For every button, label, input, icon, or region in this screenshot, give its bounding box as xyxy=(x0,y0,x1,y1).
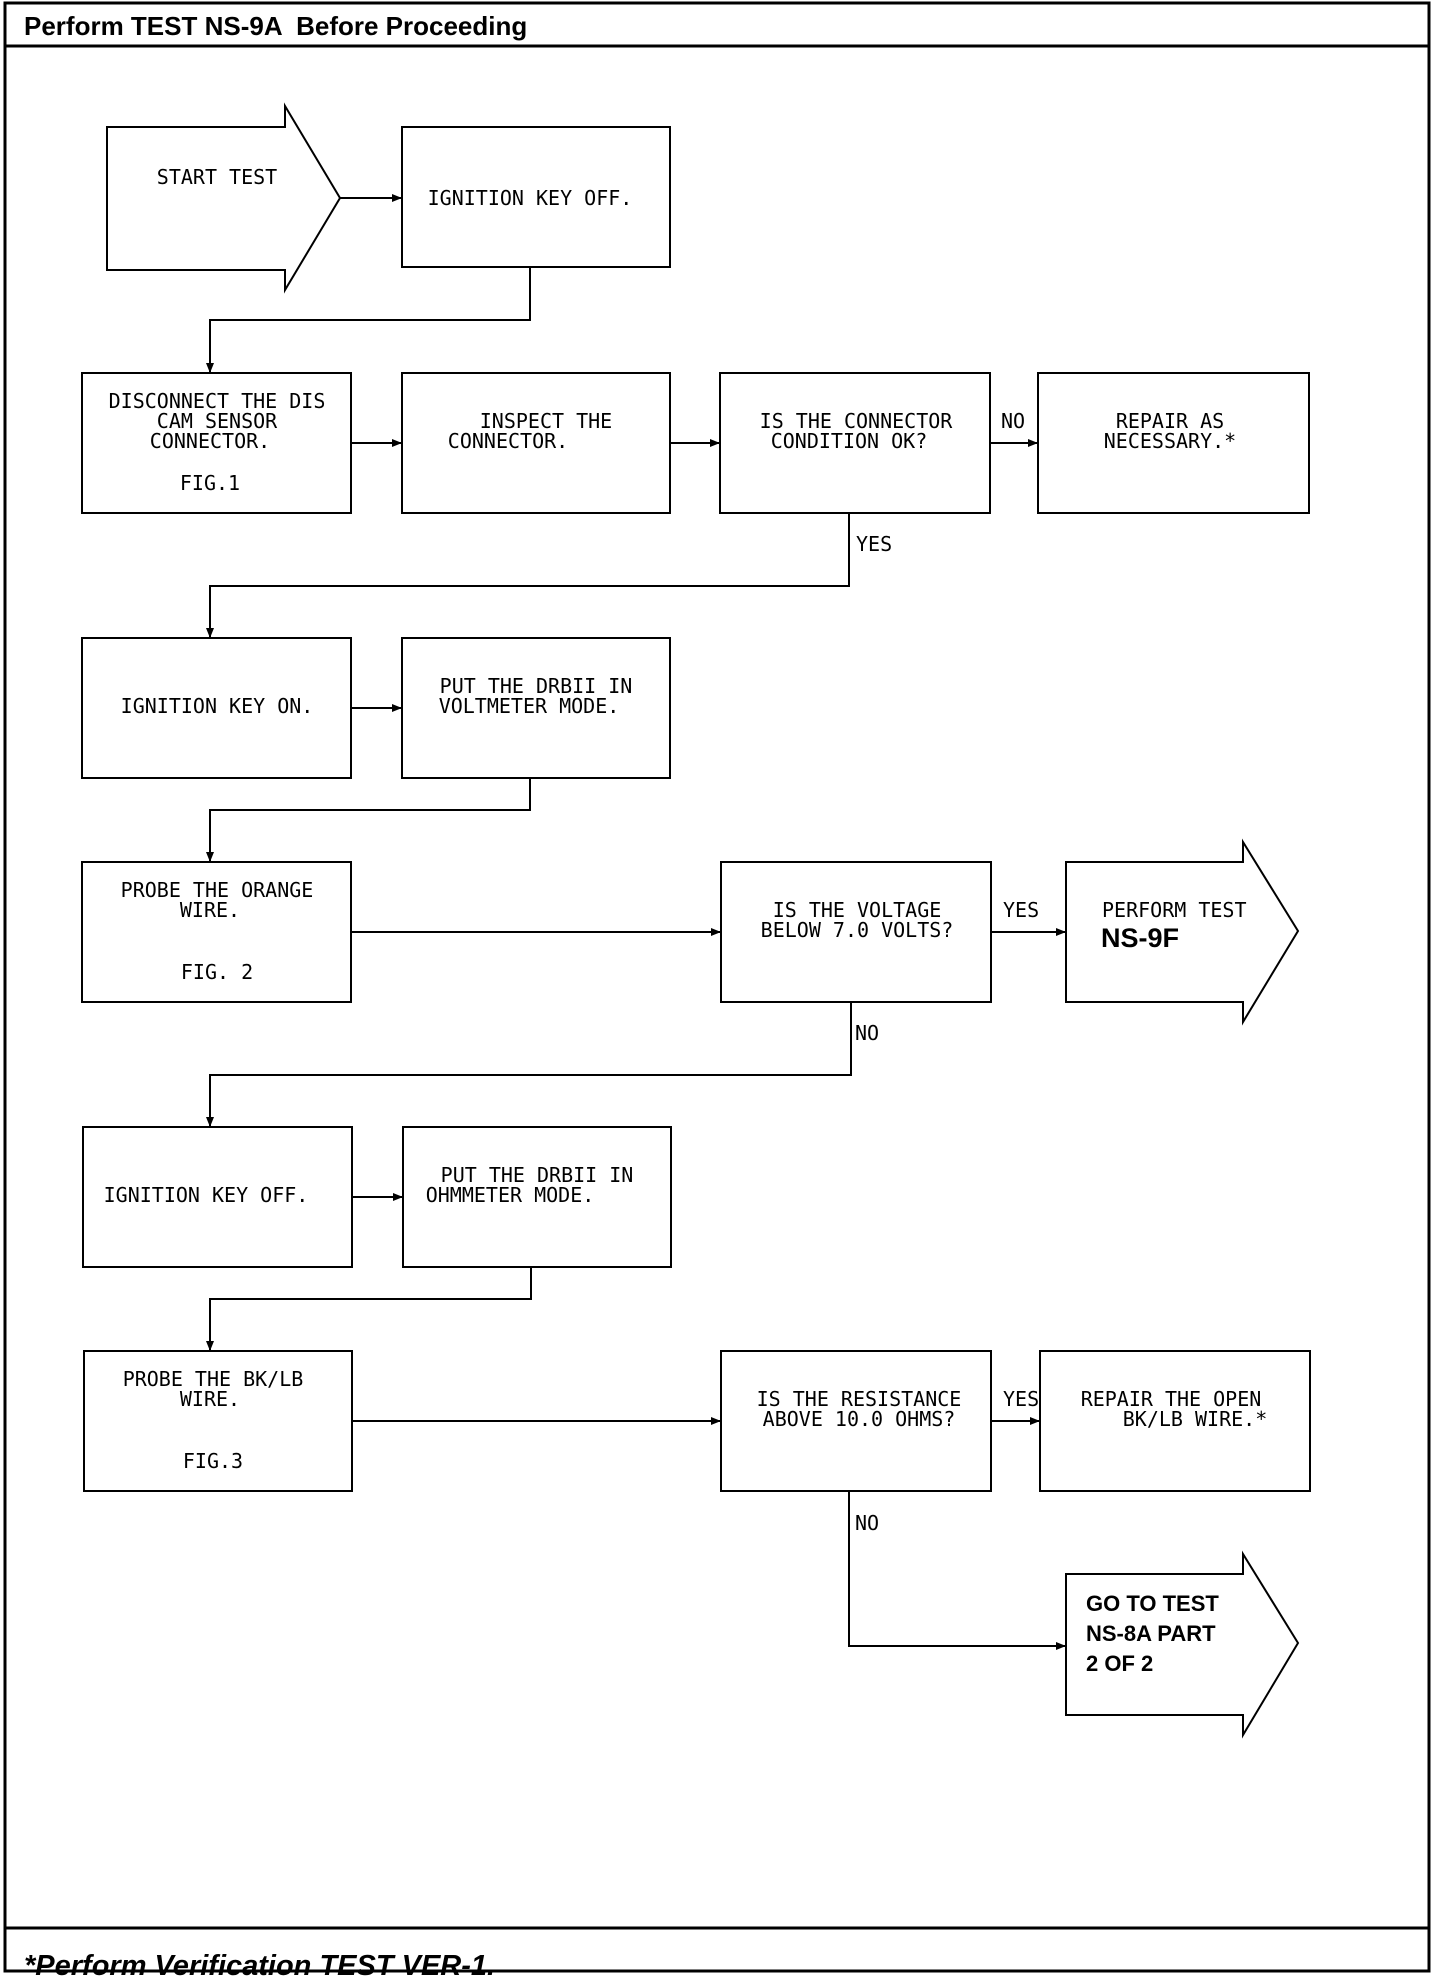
outer-border xyxy=(3,1,1431,1973)
branch-no-voltage: NO xyxy=(855,1021,879,1045)
repair-open-line-2: BK/LB WIRE.* xyxy=(1123,1407,1268,1431)
repair-open-line-1: REPAIR THE OPEN xyxy=(1081,1387,1262,1411)
probe-bklb-line-1: PROBE THE BK/LB xyxy=(123,1367,304,1391)
branch-yes-connector: YES xyxy=(856,532,892,556)
connector-row2-row3 xyxy=(206,513,850,638)
goto-test-line-3: 2 OF 2 xyxy=(1086,1651,1153,1676)
q-connector-line-1: IS THE CONNECTOR xyxy=(760,409,954,433)
disconnect-line-1: DISCONNECT THE DIS xyxy=(109,389,326,413)
branch-no-connector: NO xyxy=(1001,409,1025,433)
perform-test-label: PERFORM TEST xyxy=(1102,898,1247,922)
q-connector-line-2: CONDITION OK? xyxy=(771,429,928,453)
disconnect-fig: FIG.1 xyxy=(180,471,240,495)
box-repair-connector xyxy=(1037,372,1310,514)
disconnect-line-3: CONNECTOR. xyxy=(150,429,270,453)
connector-to-goto-test xyxy=(848,1491,1066,1650)
key-on-label: IGNITION KEY ON. xyxy=(121,694,314,718)
ohmmeter-line-2: OHMMETER MODE. xyxy=(426,1183,595,1207)
connector-row4-row5 xyxy=(206,1002,852,1127)
probe-bklb-line-2: WIRE. xyxy=(180,1387,240,1411)
branch-yes-resistance: YES xyxy=(1003,1387,1039,1411)
footer-note: *Perform Verification TEST VER-1. xyxy=(24,1950,496,1982)
q-voltage-line-2: BELOW 7.0 VOLTS? xyxy=(761,918,954,942)
page-title: Perform TEST NS-9A Before Proceeding xyxy=(24,11,527,41)
repair-connector-line-2: NECESSARY.* xyxy=(1104,429,1236,453)
probe-bklb-fig: FIG.3 xyxy=(183,1449,243,1473)
key-off-1-label: IGNITION KEY OFF. xyxy=(428,186,633,210)
disconnect-line-2: CAM SENSOR xyxy=(157,409,278,433)
q-voltage-line-1: IS THE VOLTAGE xyxy=(773,898,942,922)
inspect-line-2: CONNECTOR. xyxy=(448,429,568,453)
start-label: START TEST xyxy=(157,165,277,189)
goto-test-line-1: GO TO TEST xyxy=(1086,1591,1219,1616)
connector-row1-row2 xyxy=(206,267,531,373)
branch-no-resistance: NO xyxy=(855,1511,879,1535)
ohmmeter-line-1: PUT THE DRBII IN xyxy=(441,1163,634,1187)
perform-test-arrow-shape xyxy=(1065,838,1300,1026)
branch-yes-voltage: YES xyxy=(1003,898,1039,922)
box-repair-open xyxy=(1039,1350,1311,1492)
start-arrow-shape xyxy=(106,102,342,294)
goto-test-line-2: NS-8A PART xyxy=(1086,1621,1216,1646)
connector-row5-row6 xyxy=(206,1267,532,1351)
perform-test-id: NS-9F xyxy=(1101,923,1179,953)
repair-connector-line-1: REPAIR AS xyxy=(1116,409,1224,433)
probe-orange-fig: FIG. 2 xyxy=(181,960,253,984)
q-resistance-line-2: ABOVE 10.0 OHMS? xyxy=(763,1407,956,1431)
q-resistance-line-1: IS THE RESISTANCE xyxy=(757,1387,962,1411)
connector-row3-row4 xyxy=(206,778,531,862)
voltmeter-line-1: PUT THE DRBII IN xyxy=(440,674,633,698)
box-key-off-1 xyxy=(401,126,671,268)
goto-test-arrow-shape xyxy=(1065,1550,1300,1739)
key-off-2-label: IGNITION KEY OFF. xyxy=(104,1183,309,1207)
probe-orange-line-2: WIRE. xyxy=(180,898,240,922)
box-voltmeter xyxy=(401,637,671,779)
probe-orange-line-1: PROBE THE ORANGE xyxy=(121,878,314,902)
box-ohmmeter xyxy=(402,1126,672,1268)
voltmeter-line-2: VOLTMETER MODE. xyxy=(439,694,620,718)
inspect-line-1: INSPECT THE xyxy=(480,409,612,433)
